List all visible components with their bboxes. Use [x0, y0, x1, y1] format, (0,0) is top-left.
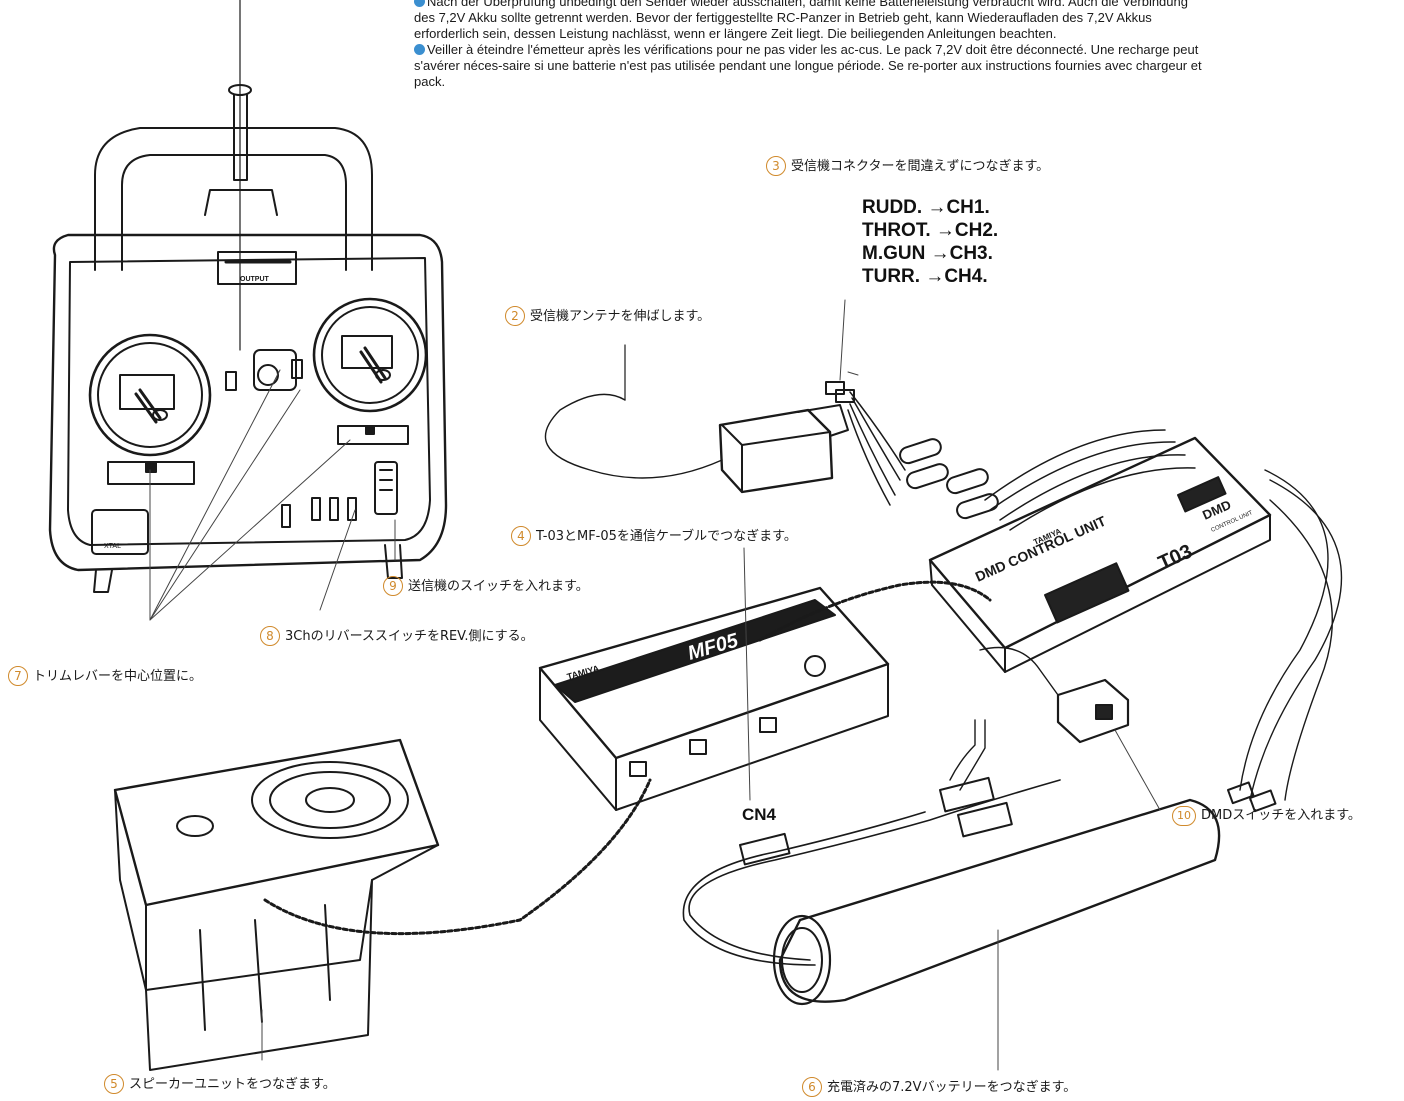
step-text: 3ChのリバーススイッチをREV.側にする。 [285, 629, 534, 644]
step-number: 4 [511, 526, 531, 546]
step-text: 送信機のスイッチを入れます。 [408, 579, 589, 594]
communication-cable [758, 580, 992, 642]
note-de-line2: des 7,2V Akku sollte getrennt werden. Be… [414, 10, 1152, 25]
step-number: 3 [766, 156, 786, 176]
receiver-cables [847, 391, 906, 506]
step-number: 6 [802, 1077, 822, 1097]
step-6: 6 充電済みの7.2Vバッテリーをつなぎます。 [802, 1076, 1076, 1097]
channel-mapping: RUDD. →CH1. THROT. →CH2. M.GUN →CH3. TUR… [862, 196, 998, 288]
note-de: Nach der Überprüfung unbedingt den Sende… [414, 0, 1400, 10]
step-text: DMDスイッチを入れます。 [1201, 808, 1361, 823]
step-number: 10 [1172, 806, 1196, 826]
bullet-icon [414, 0, 425, 7]
step-text: 充電済みの7.2Vバッテリーをつなぎます。 [827, 1080, 1077, 1095]
note-de-line3: erforderlich sein, dessen Leistung nachl… [414, 26, 1057, 41]
step-text: スピーカーユニットをつなぎます。 [129, 1077, 336, 1092]
mf05-unit-illustration [538, 586, 890, 811]
step-number: 5 [104, 1074, 124, 1094]
bullet-icon [414, 44, 425, 55]
leader-lines [149, 299, 1161, 1071]
dmd-control-unit-label: DMD CONTROL UNIT [973, 512, 1109, 584]
note-fr: Veiller à éteindre l'émetteur après les … [414, 42, 1400, 58]
dmd-control-unit-illustration [899, 429, 1343, 813]
step-text: 受信機コネクターを間違えずにつなぎます。 [791, 159, 1050, 174]
cn4-label: CN4 [742, 805, 777, 824]
note-fr-line3: pack. [414, 74, 446, 89]
note-fr-line2: s'avérer néces-saire si une batterie n'e… [414, 58, 1202, 73]
step-number: 9 [383, 576, 403, 596]
output-label: OUTPUT [240, 276, 270, 283]
step-text: T-03とMF-05を通信ケーブルでつなぎます。 [536, 529, 797, 544]
step-2: 2 受信機アンテナを伸ばします。 [505, 305, 710, 326]
step-text: 受信機アンテナを伸ばします。 [530, 309, 711, 324]
battery-pack-illustration [682, 719, 1221, 1006]
step-number: 8 [260, 626, 280, 646]
dmd-switch-illustration [979, 646, 1130, 744]
step-9: 9 送信機のスイッチを入れます。 [383, 575, 589, 596]
receiver-illustration [544, 344, 855, 494]
step-8: 8 3ChのリバーススイッチをREV.側にする。 [260, 625, 534, 646]
channel-mgun: M.GUN →CH3. [862, 243, 993, 264]
notes-block: Nach der Überprüfung unbedingt den Sende… [414, 0, 1400, 90]
step-7: 7 トリムレバーを中心位置に。 [8, 665, 202, 686]
step-number: 7 [8, 666, 28, 686]
channel-rudd: RUDD. →CH1. [862, 197, 990, 218]
t03-label: T03 [1155, 540, 1195, 574]
channel-throt: THROT. →CH2. [862, 220, 999, 241]
step-text: トリムレバーを中心位置に。 [33, 669, 203, 684]
step-4: 4 T-03とMF-05を通信ケーブルでつなぎます。 [511, 525, 797, 546]
xtal-label: XTAL [104, 543, 121, 550]
step-5: 5 スピーカーユニットをつなぎます。 [104, 1073, 336, 1094]
speaker-unit-illustration [113, 738, 652, 1071]
step-10: 10 DMDスイッチを入れます。 [1172, 804, 1361, 826]
transmitter-illustration [48, 0, 448, 593]
channel-turr: TURR. →CH4. [862, 266, 988, 287]
step-3: 3 受信機コネクターを間違えずにつなぎます。 [766, 155, 1049, 176]
mf05-logo: MF05 [685, 629, 741, 664]
step-number: 2 [505, 306, 525, 326]
